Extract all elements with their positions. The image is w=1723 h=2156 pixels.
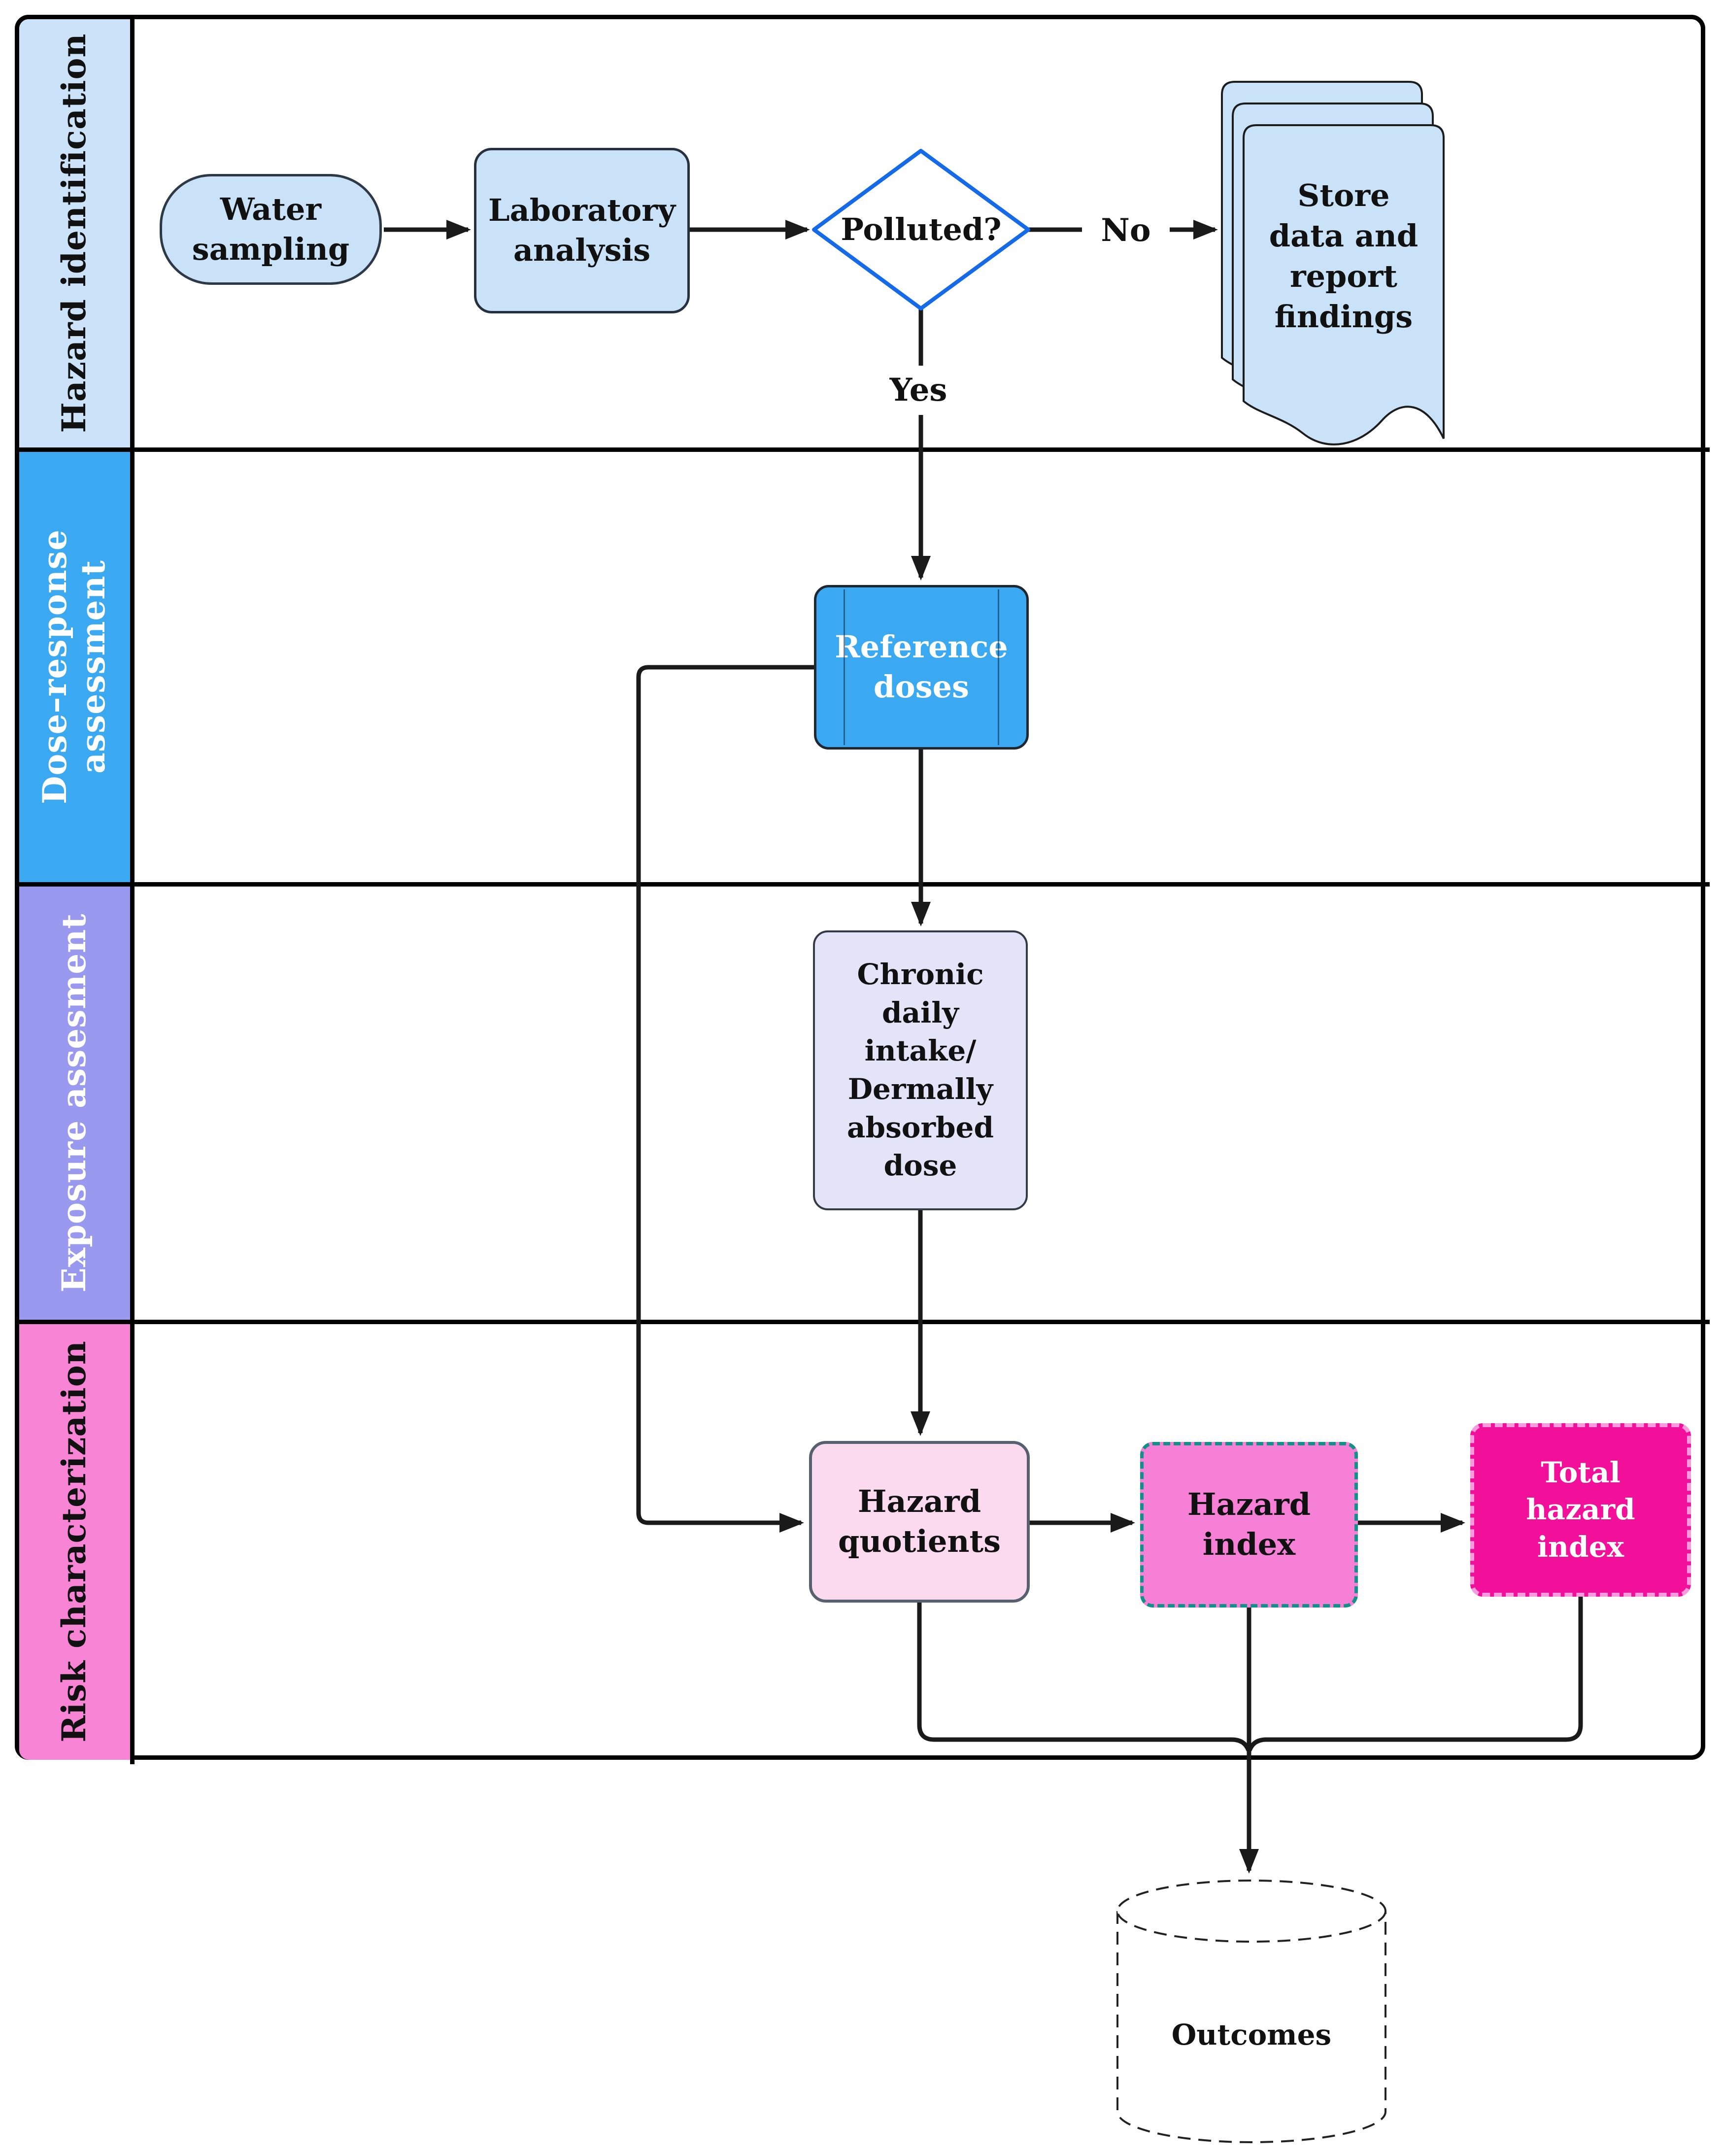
lane-band-hazard-identification	[19, 19, 130, 447]
lane-band-exposure	[19, 887, 130, 1320]
node-laboratory-analysis: Laboratory analysis	[474, 148, 690, 313]
decision-diamond-shape	[812, 149, 1030, 310]
predefined-process-bar-right	[998, 589, 999, 745]
node-hazard-quotients: Hazard quotients	[809, 1441, 1030, 1603]
elbow-reference-to-quotients	[636, 665, 814, 1533]
lane-separator-1	[15, 447, 1710, 452]
cylinder-body	[1116, 1911, 1386, 2143]
document-page-front	[1243, 124, 1445, 445]
predefined-process-bar-left	[844, 589, 845, 745]
node-reference-doses: Reference doses	[814, 585, 1029, 750]
cylinder-top	[1116, 1880, 1386, 1943]
edge-label-yes: Yes	[857, 366, 980, 415]
swimlane-frame	[15, 15, 1705, 1760]
node-outcomes-label: Outcomes	[1171, 2018, 1332, 2052]
lane-separator-2	[15, 882, 1710, 887]
node-reference-doses-label: Reference doses	[835, 629, 1008, 705]
multi-document-shape	[1221, 81, 1445, 445]
cylinder-shape	[1116, 1880, 1386, 2143]
lane-band-risk	[19, 1324, 130, 1760]
merge-line-total	[1247, 1597, 1583, 1751]
lane-separator-3	[15, 1320, 1710, 1324]
node-chronic-daily-intake: Chronic daily intake/ Dermally absorbed …	[813, 930, 1028, 1210]
lane-label-column-divider	[130, 15, 135, 1764]
node-store-data-label: Store data and report findings	[1269, 177, 1419, 335]
node-polluted-label: Polluted?	[841, 211, 1002, 247]
edge-label-no: No	[1082, 206, 1170, 255]
lane-band-dose-response	[19, 452, 130, 882]
merge-line-quotients	[917, 1603, 1251, 1751]
node-hazard-index: Hazard index	[1140, 1442, 1358, 1608]
node-total-hazard-index: Total hazard index	[1470, 1423, 1691, 1597]
node-water-sampling: Water sampling	[160, 174, 382, 285]
